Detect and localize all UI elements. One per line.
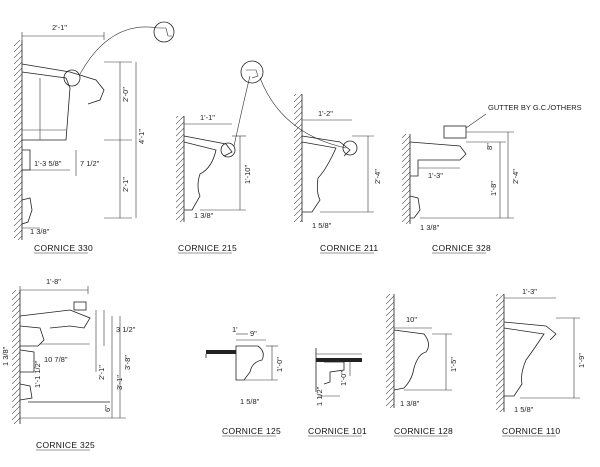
dim-325-3: 3'-8" bbox=[123, 355, 132, 370]
dim-125-3: 1 5/8" bbox=[240, 397, 260, 406]
dim-325-7: 1 3/8" bbox=[1, 346, 10, 366]
dim-101-0: 1'-0" bbox=[339, 371, 348, 386]
cornice-125-detail: 1' 9" 1'-0" 1 5/8" CORNICE 125 bbox=[205, 325, 284, 437]
title-cornice-330: CORNICE 330 bbox=[34, 243, 93, 253]
gutter-box bbox=[73, 301, 87, 311]
title-cornice-128: CORNICE 128 bbox=[394, 426, 453, 436]
dim-325-6: 6" bbox=[103, 405, 112, 412]
soffit-plate bbox=[206, 350, 236, 354]
dim-330-3: 2'-1" bbox=[121, 177, 130, 192]
dim-325-1: 10 7/8" bbox=[44, 355, 68, 364]
detail-callout-circle bbox=[63, 69, 81, 87]
detail-callout-circle bbox=[342, 140, 358, 156]
title-cornice-215: CORNICE 215 bbox=[178, 243, 237, 253]
dim-330-2: 4'-1" bbox=[137, 129, 146, 144]
dim-125-0: 1' bbox=[232, 325, 238, 334]
dim-215-2: 1 3/8" bbox=[194, 211, 214, 220]
dim-328-2: 2'-4" bbox=[511, 169, 520, 184]
dim-330-5: 7 1/2" bbox=[80, 159, 100, 168]
cornice-328-detail: GUTTER BY G.C./OTHERS 1'-3" 8" 2'-4" 1'-… bbox=[402, 103, 582, 254]
dim-211-1: 2'-4" bbox=[373, 169, 382, 184]
dim-325-2: 3 1/2" bbox=[116, 325, 136, 334]
note-gutter: GUTTER BY G.C./OTHERS bbox=[488, 103, 582, 112]
cornice-330-detail: 2'-1" 2'-0" 4'-1" 2'-1" 1'-3 5/8" 7 1/2"… bbox=[14, 21, 175, 254]
dim-110-0: 1'-3" bbox=[522, 287, 537, 296]
wall-hatch bbox=[12, 290, 20, 424]
dim-328-1: 8" bbox=[485, 143, 494, 150]
wall-hatch bbox=[386, 294, 394, 408]
dim-125-2: 1'-0" bbox=[275, 357, 284, 372]
dim-328-4: 1 3/8" bbox=[420, 223, 440, 232]
dim-110-2: 1 5/8" bbox=[514, 405, 534, 414]
dim-211-2: 1 5/8" bbox=[312, 221, 332, 230]
cornice-101-detail: 1'-0" 1 1/2" CORNICE 101 bbox=[308, 348, 367, 437]
title-cornice-110: CORNICE 110 bbox=[502, 426, 560, 436]
dim-325-0: 1'-8" bbox=[46, 277, 61, 286]
soffit-plate bbox=[316, 358, 362, 362]
dim-128-1: 1'-5" bbox=[449, 357, 458, 372]
dim-125-1: 9" bbox=[250, 329, 257, 338]
dim-325-4: 2'-1" bbox=[97, 365, 106, 380]
dim-215-0: 1'-1" bbox=[200, 113, 215, 122]
detail-callout-circle bbox=[220, 142, 236, 158]
title-cornice-325: CORNICE 325 bbox=[36, 440, 95, 450]
title-cornice-211: CORNICE 211 bbox=[320, 243, 378, 253]
dim-330-6: 1 3/8" bbox=[30, 227, 50, 236]
cornice-215-detail: 1'-1" 1'-10" 1 3/8" CORNICE 215 bbox=[176, 60, 264, 254]
wall-hatch bbox=[402, 134, 410, 224]
title-cornice-101: CORNICE 101 bbox=[308, 426, 367, 436]
dim-328-3: 1'-8" bbox=[489, 181, 498, 196]
dim-325-5: 3'-1" bbox=[115, 375, 124, 390]
wall-hatch bbox=[496, 294, 504, 412]
dim-330-0: 2'-1" bbox=[52, 23, 67, 32]
title-cornice-328: CORNICE 328 bbox=[432, 243, 491, 253]
dim-330-4: 1'-3 5/8" bbox=[34, 159, 62, 168]
gutter-box bbox=[443, 125, 467, 139]
dim-330-1: 2'-0" bbox=[121, 87, 130, 102]
cornice-110-detail: 1'-3" 1'-9" 1 5/8" CORNICE 110 bbox=[496, 287, 586, 437]
dim-110-1: 1'-9" bbox=[577, 353, 586, 368]
detail-enlargement-circle bbox=[153, 21, 175, 43]
dim-128-0: 10" bbox=[406, 315, 417, 324]
dim-211-0: 1'-2" bbox=[318, 109, 333, 118]
detail-enlargement-circle bbox=[240, 60, 264, 84]
wall-hatch bbox=[294, 94, 302, 222]
cornice-325-detail: 1'-8" 10 7/8" 3 1/2" 3'-8" 2'-1" 3'-1" 6… bbox=[1, 277, 136, 451]
dim-328-0: 1'-3" bbox=[428, 171, 443, 180]
wall-hatch bbox=[14, 40, 22, 240]
dim-215-1: 1'-10" bbox=[243, 165, 252, 184]
cornice-211-detail: 1'-2" 2'-4" 1 5/8" CORNICE 211 bbox=[294, 94, 382, 254]
dim-128-2: 1 3/8" bbox=[400, 399, 420, 408]
wall-hatch bbox=[176, 116, 184, 222]
title-cornice-125: CORNICE 125 bbox=[222, 426, 281, 436]
dim-101-1: 1 1/2" bbox=[315, 386, 324, 406]
cornice-128-detail: 10" 1'-5" 1 3/8" CORNICE 128 bbox=[386, 294, 458, 437]
dim-325-8: 1'-1 1/2" bbox=[33, 360, 42, 388]
